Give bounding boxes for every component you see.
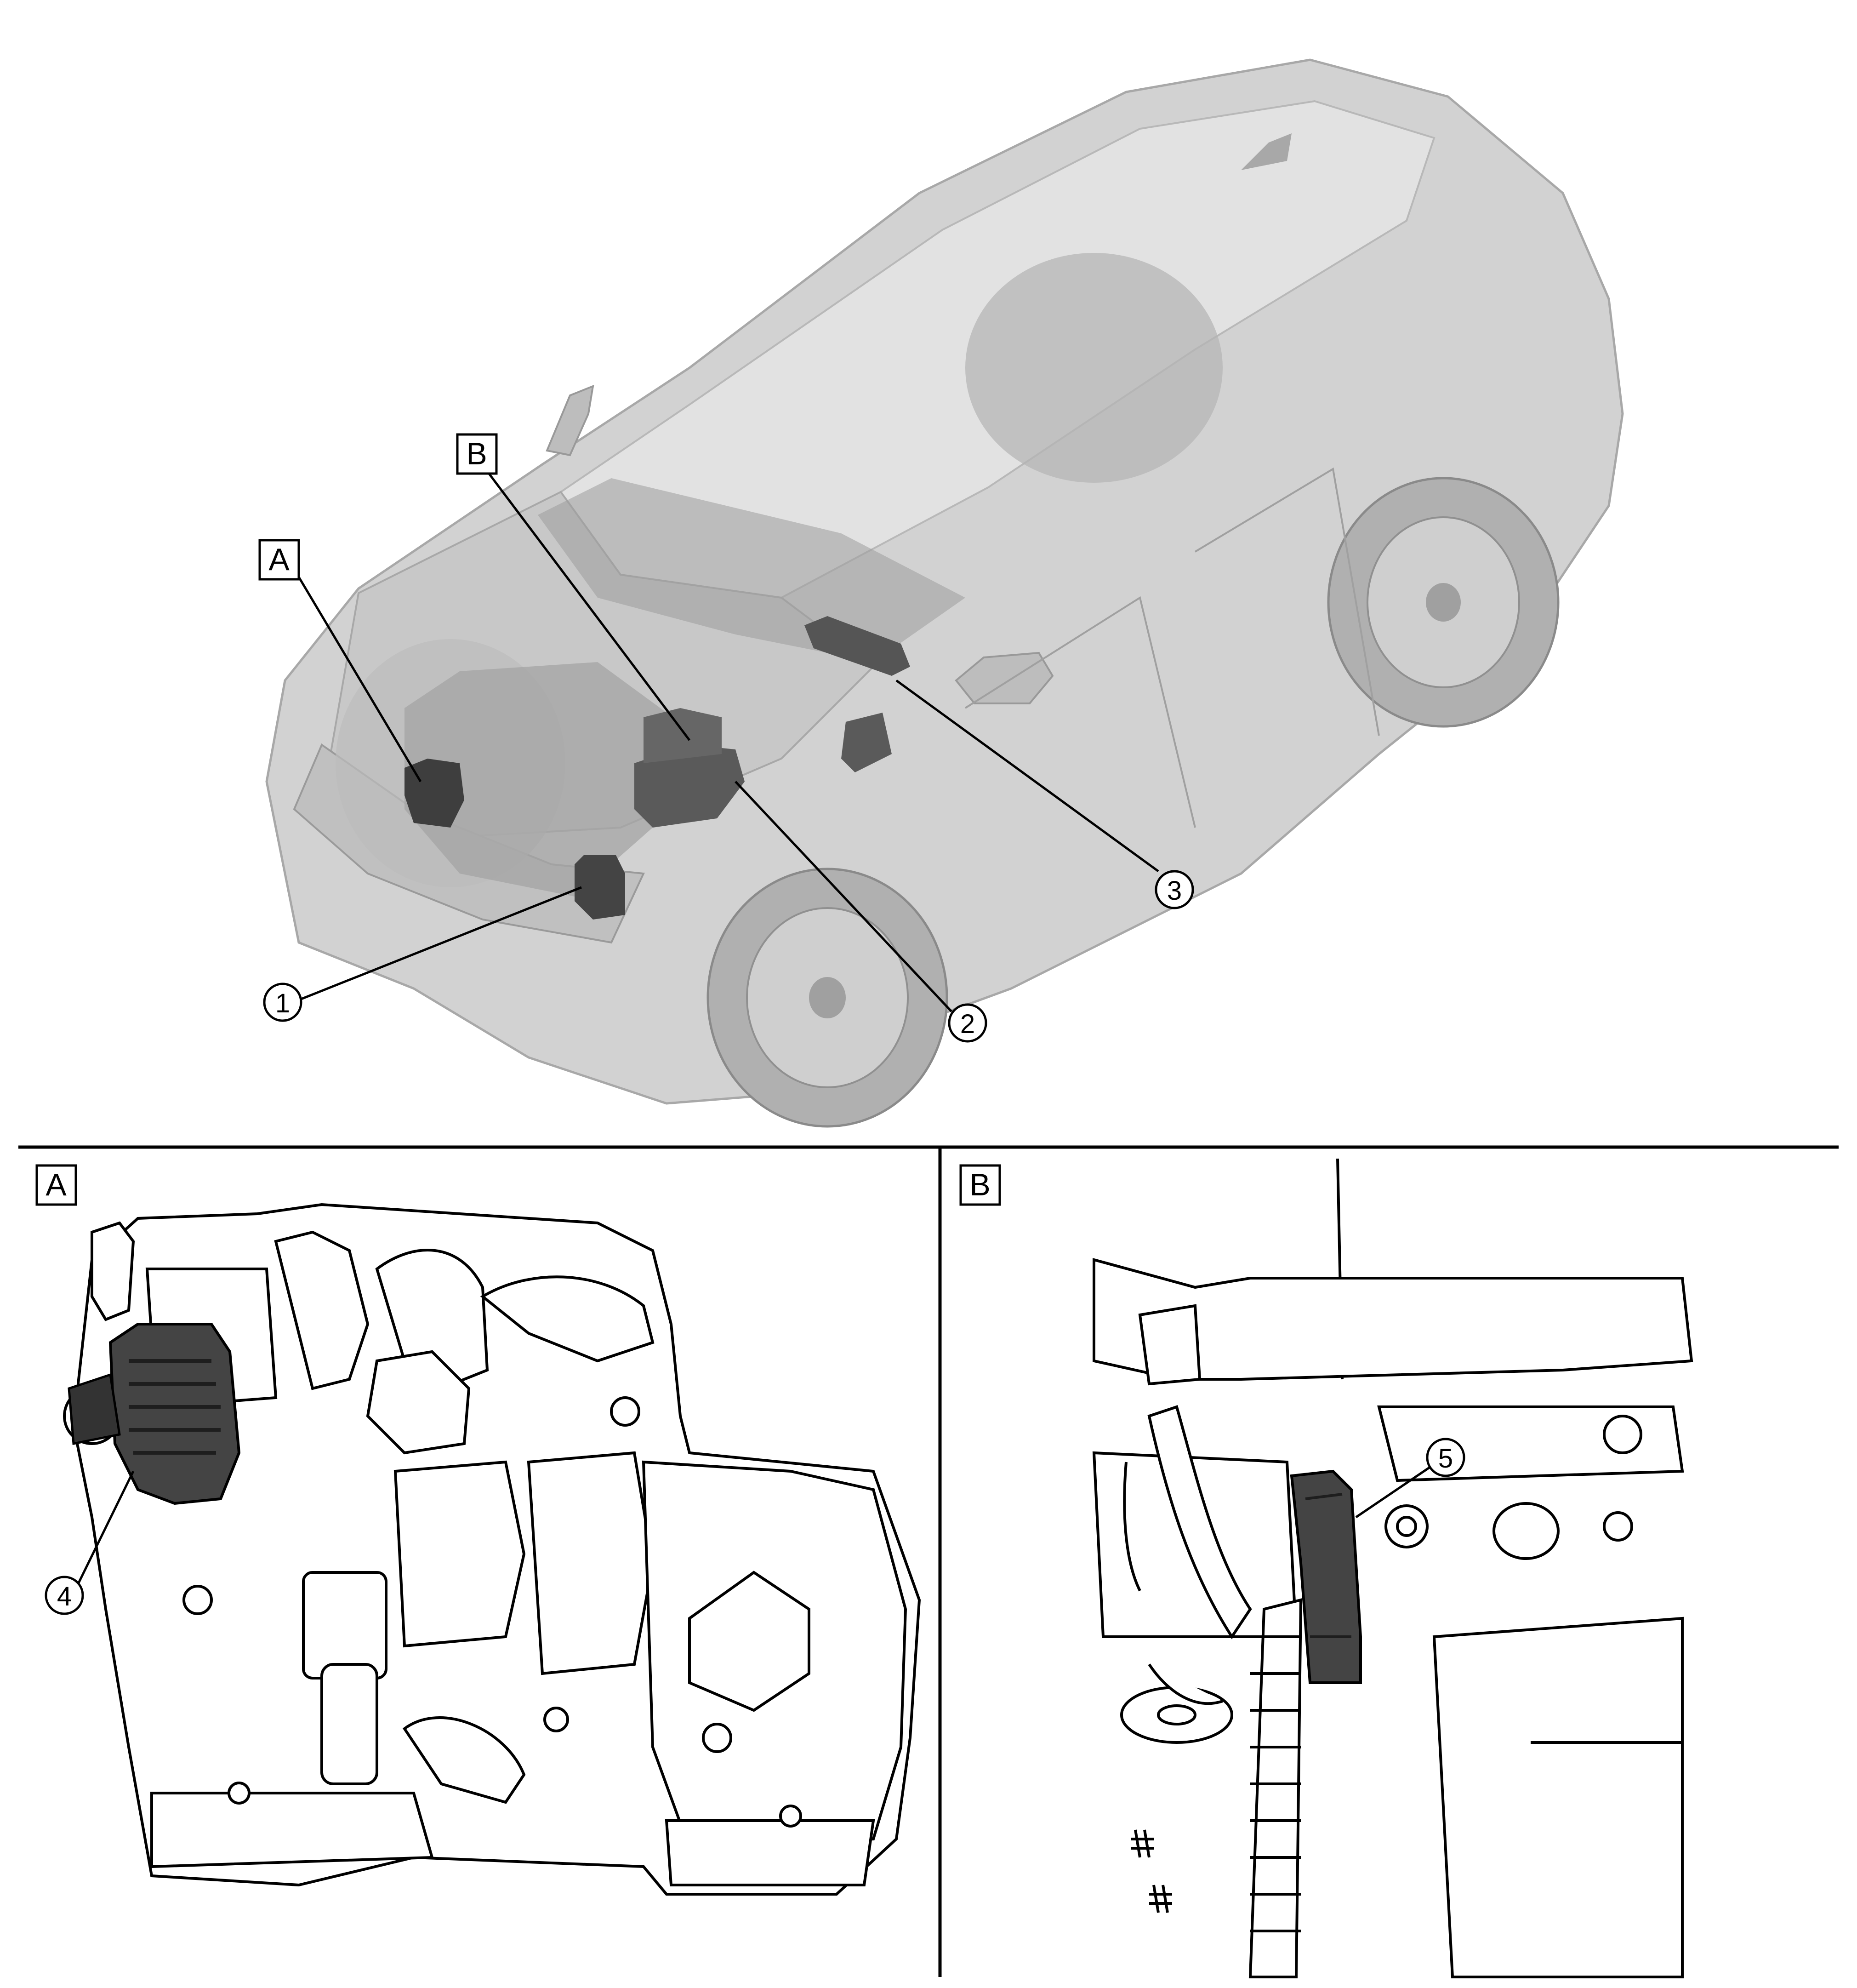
- callout-1: 1: [263, 983, 302, 1022]
- leader-line-4: [77, 1470, 135, 1585]
- view-label-b-text: B: [969, 1167, 990, 1202]
- component-2: [634, 745, 745, 828]
- side-mirror-right: [955, 651, 1054, 704]
- callout-2-label: 2: [960, 1009, 975, 1039]
- leader-lines: [297, 470, 1159, 1012]
- view-label-a: A: [35, 1164, 77, 1206]
- callout-3-label: 3: [1167, 876, 1182, 906]
- engine-assembly: [63, 1203, 921, 1896]
- view-label-a-top: A: [258, 539, 300, 581]
- rear-right-wheel: [1327, 477, 1560, 728]
- component-3: [804, 616, 910, 676]
- leader-line-5: [1355, 1463, 1435, 1519]
- rear-inner-wheel: [965, 253, 1223, 483]
- view-label-b-top-text: B: [466, 436, 487, 471]
- vehicle-windshield: [538, 478, 965, 662]
- view-label-a-text: A: [46, 1167, 67, 1202]
- engine-compartment: [404, 662, 666, 897]
- side-mirror-left: [546, 384, 594, 457]
- vehicle-overview: 1 2 3 A B: [258, 58, 1624, 1128]
- panel-b-detail-view: B: [959, 1158, 1693, 1978]
- callout-2: 2: [948, 1003, 987, 1043]
- component-1: [575, 855, 625, 920]
- view-label-b: B: [959, 1164, 1001, 1206]
- component-a-alternator: [404, 759, 464, 828]
- alternator-component-4: [68, 1323, 241, 1505]
- sensor-component-5: [1290, 1469, 1362, 1684]
- callout-1-label: 1: [275, 988, 290, 1018]
- component-b-module: [644, 708, 722, 763]
- callout-5-label: 5: [1438, 1444, 1453, 1474]
- roof-antenna: [1241, 133, 1292, 170]
- callout-3: 3: [1155, 870, 1194, 909]
- detail-structure: [1092, 1158, 1693, 1978]
- callout-4-label: 4: [57, 1582, 72, 1611]
- front-right-wheel: [706, 868, 948, 1128]
- view-label-b-top: B: [456, 433, 498, 475]
- callout-4: 4: [45, 1576, 84, 1615]
- panel-a-engine-view: A: [35, 1164, 921, 1896]
- view-label-a-top-text: A: [268, 542, 290, 577]
- callout-5: 5: [1426, 1438, 1465, 1477]
- component-bcm: [841, 713, 892, 772]
- door-lines: [964, 467, 1380, 828]
